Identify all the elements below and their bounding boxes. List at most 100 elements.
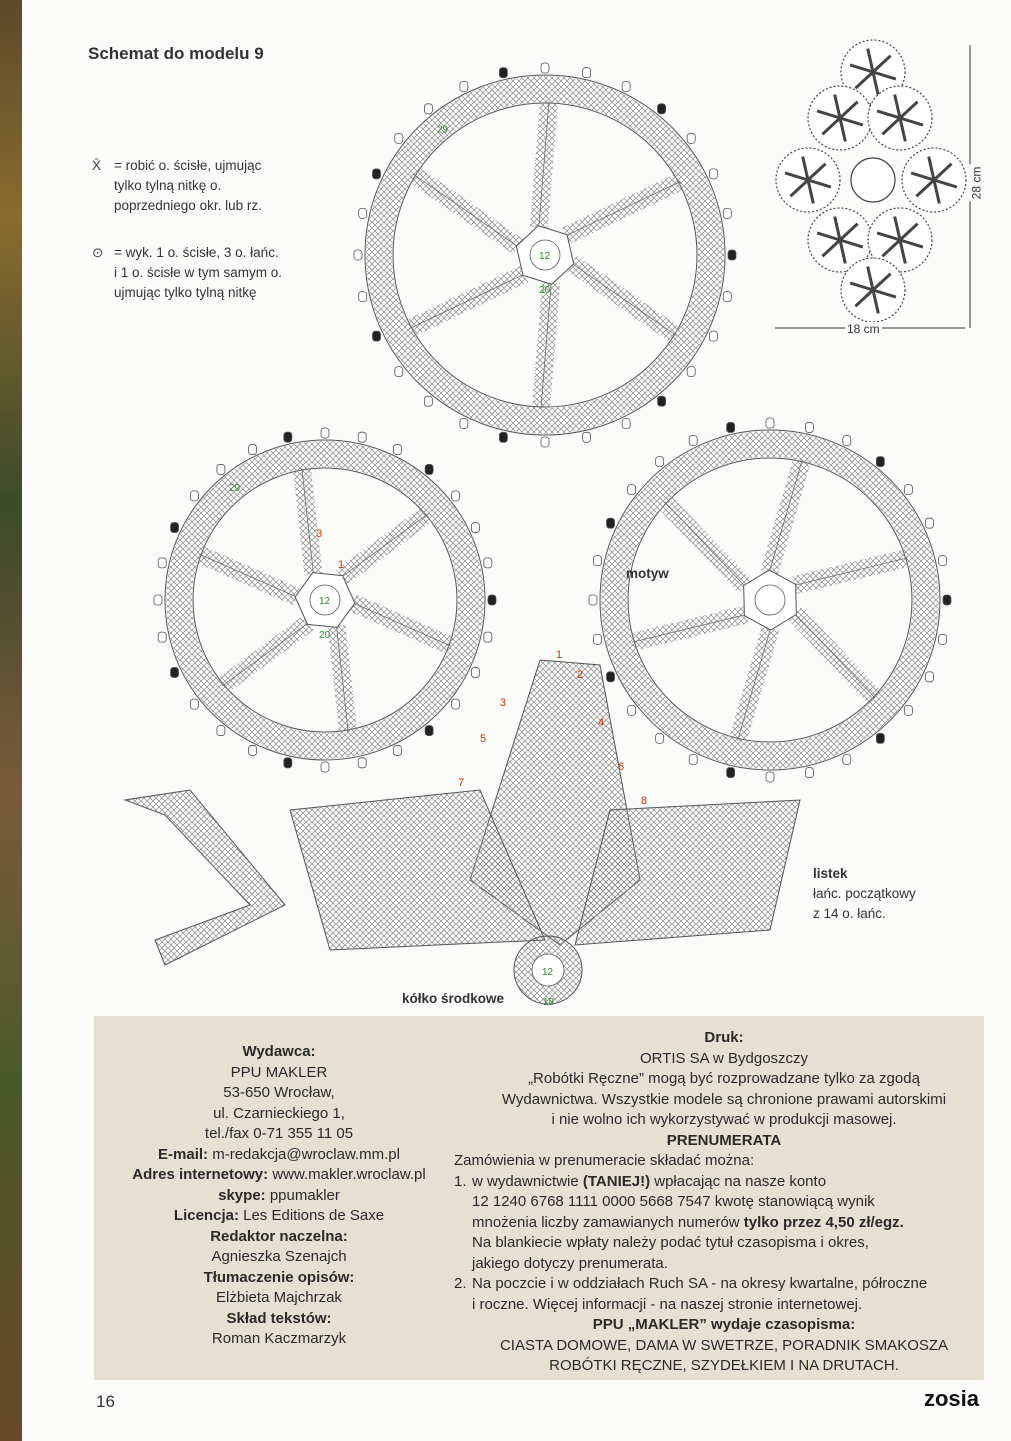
item-emphasis: (TANIEJ!) xyxy=(582,1172,651,1190)
picot-mark xyxy=(283,757,293,769)
translation-label: Tłumaczenie opisów: xyxy=(203,1268,355,1286)
spoke-edge xyxy=(565,181,681,237)
picot-mark xyxy=(606,517,615,529)
ring-edge xyxy=(627,457,913,743)
magazine-spine xyxy=(0,0,22,1441)
picot-mark xyxy=(451,698,460,710)
picot-mark xyxy=(688,435,698,446)
thumb-spoke xyxy=(871,272,892,292)
page-number: 16 xyxy=(96,1392,115,1411)
spoke-edge xyxy=(199,553,298,598)
picot-mark xyxy=(498,431,508,443)
spoke-edge xyxy=(301,467,314,575)
picot-mark xyxy=(621,418,631,429)
thumb-spoke xyxy=(927,156,936,181)
picot-mark xyxy=(372,330,381,342)
thumb-spoke xyxy=(898,117,907,142)
thumb-spoke xyxy=(898,239,907,264)
thumb-spoke xyxy=(871,289,880,314)
thumb-spoke xyxy=(898,100,919,120)
picot-mark xyxy=(153,594,163,606)
thumb-spoke xyxy=(849,281,874,292)
thumb-spoke xyxy=(866,48,875,73)
magazines-list: CIASTA DOMOWE, DAMA W SWETRZE, PORADNIK … xyxy=(499,1336,949,1354)
thumb-spoke xyxy=(806,162,827,182)
copyright-notice: Wydawnictwa. Wszystkie modele są chronio… xyxy=(501,1090,947,1108)
picot-mark xyxy=(588,594,598,606)
item-text: jakiego dotyczy prenumerata. xyxy=(472,1254,668,1272)
magazines-list: ROBÓTKI RĘCZNE, SZYDEŁKIEM I NA DRUTACH. xyxy=(549,1357,899,1374)
thumb-motif xyxy=(850,157,896,203)
picot-mark xyxy=(248,745,257,756)
corner-piece xyxy=(123,789,286,966)
email-link[interactable]: m-redakcja@wroclaw.mm.pl xyxy=(212,1145,400,1163)
picot-mark xyxy=(875,732,885,744)
typeset-label: Skład tekstów: xyxy=(226,1309,332,1327)
spoke-edge xyxy=(769,459,803,573)
spoke-edge xyxy=(409,273,525,329)
ring-edge xyxy=(192,467,458,733)
picot-mark xyxy=(593,555,602,567)
picot-mark xyxy=(353,249,363,261)
printer-name: ORTIS SA w Bydgoszczy xyxy=(639,1049,809,1067)
picot-mark xyxy=(451,490,460,502)
picot-mark xyxy=(627,484,637,496)
thumb-spoke xyxy=(933,178,958,189)
picot-mark xyxy=(320,427,330,439)
subscription-heading: PRENUMERATA xyxy=(666,1131,782,1149)
picot-mark xyxy=(320,761,330,773)
thumb-spoke xyxy=(821,116,842,136)
copyright-notice: i nie wolno ich wykorzystywać w produkcj… xyxy=(551,1111,897,1128)
center-ring-label: kółko środkowe xyxy=(402,991,505,1006)
typeset-name: Roman Kaczmarzyk xyxy=(211,1330,347,1347)
width-dimension: 18 cm xyxy=(845,322,882,336)
subscription-item: 2. Na poczcie i w oddziałach Ruch SA - n… xyxy=(454,1274,994,1315)
picot-mark xyxy=(372,168,381,180)
thumbnail-layout xyxy=(775,39,971,329)
round-label: 12 xyxy=(319,596,331,607)
thumb-spoke xyxy=(854,70,875,90)
motif-ring xyxy=(601,431,939,769)
motif-center xyxy=(515,225,575,285)
thumb-spoke xyxy=(816,109,841,120)
web-link[interactable]: www.makler.wroclaw.pl xyxy=(272,1166,426,1183)
picot-mark xyxy=(357,757,367,769)
thumb-spoke xyxy=(838,117,847,142)
picot-mark xyxy=(606,671,615,683)
magazines-heading: PPU „MAKLER” wydaje czasopisma: xyxy=(592,1316,856,1333)
leaf-note: z 14 o. łańc. xyxy=(813,906,886,921)
picot-mark xyxy=(875,456,885,468)
picot-mark xyxy=(765,417,775,429)
picot-mark xyxy=(216,464,226,475)
picot-mark xyxy=(621,81,631,92)
item-text: mnożenia liczby zamawianych numerów xyxy=(472,1213,744,1231)
page-title: Schemat do modelu 9 xyxy=(88,44,264,63)
motif-ring xyxy=(166,441,484,759)
thumb-spoke xyxy=(893,94,902,119)
item-text: Na poczcie i w oddziałach Ruch SA - na o… xyxy=(472,1275,928,1292)
publisher-street: ul. Czarnieckiego 1, xyxy=(213,1104,345,1122)
row-number: 1 xyxy=(338,559,344,571)
thumb-spoke xyxy=(806,179,815,204)
picot-icon: ⊙ xyxy=(92,245,104,260)
picot-mark xyxy=(540,436,550,448)
thumb-spoke xyxy=(881,238,902,258)
picot-mark xyxy=(686,133,696,144)
center-ring-hole xyxy=(531,953,565,987)
picot-mark xyxy=(394,366,404,377)
spoke-edge xyxy=(737,627,771,741)
motif-ring xyxy=(366,76,724,434)
picot-mark xyxy=(424,464,434,475)
imprint-box: Wydawca: PPU MAKLER 53-650 Wrocław, ul. … xyxy=(94,1016,984,1380)
picot-mark xyxy=(170,667,179,678)
picot-mark xyxy=(942,594,952,606)
email-label: E-mail: xyxy=(158,1145,209,1163)
publisher-postal: 53-650 Wrocław, xyxy=(223,1084,335,1101)
brand-logo: zosia xyxy=(923,1386,979,1411)
item-number: 1. xyxy=(454,1172,467,1190)
round-label: 18 xyxy=(543,997,555,1008)
